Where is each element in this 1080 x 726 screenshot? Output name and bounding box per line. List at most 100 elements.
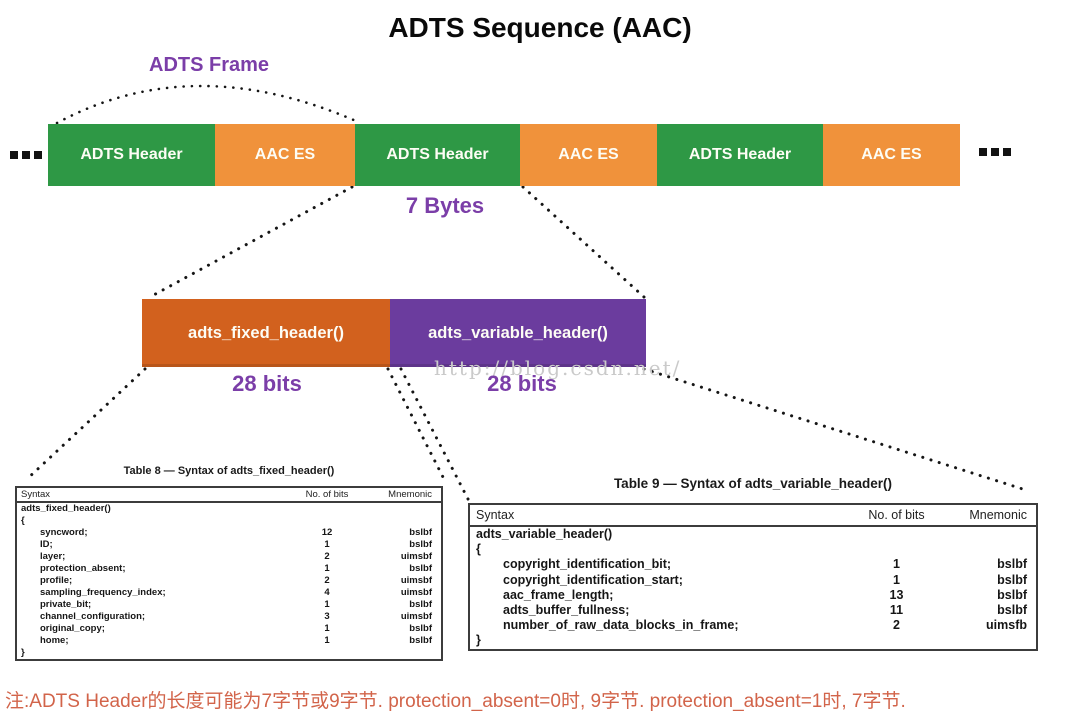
syntax-cell: adts_buffer_fullness; [503,603,630,618]
syntax-cell: } [476,633,481,648]
dot [10,151,18,159]
table-row: number_of_raw_data_blocks_in_frame; 2 ui… [470,618,1036,633]
syntax-cell: number_of_raw_data_blocks_in_frame; [503,618,739,633]
dot [979,148,987,156]
fixed-bits-label: 28 bits [232,371,302,396]
table-row: ID; 1 bslbf [17,539,441,551]
mnemonic-cell: bslbf [997,572,1027,587]
syntax-cell: private_bit; [40,599,92,610]
adts-sequence-row: ADTS Header AAC ES ADTS Header AAC ES AD… [48,124,960,186]
table9-syntax-variable-header: Syntax No. of bits Mnemonic adts_variabl… [468,503,1038,651]
bits-cell: 2 [893,618,900,633]
table-row: adts_variable_header() [470,527,1036,542]
mnemonic-cell [359,647,441,659]
table8-syntax-fixed-header: Syntax No. of bits Mnemonic adts_fixed_h… [15,486,443,661]
ellipsis-right [979,148,1011,156]
mnemonic-cell: uimsfb [986,618,1027,633]
mnemonic-cell [944,527,1036,542]
dot [1003,148,1011,156]
mnemonic-cell: bslbf [409,563,432,574]
bits-cell: 12 [321,527,333,538]
bits-cell: 11 [889,603,904,618]
table8-header-row: Syntax No. of bits Mnemonic [17,488,441,503]
table-row: copyright_identification_bit; 1 bslbf [470,557,1036,572]
dot [22,151,30,159]
mnemonic-cell: bslbf [409,599,432,610]
block-adts-header-2: ADTS Header [355,124,520,186]
syntax-cell: adts_variable_header() [476,527,613,541]
line-header-to-variable-right [521,185,646,299]
bits-cell [295,647,359,659]
mnemonic-cell [944,542,1036,557]
page-title: ADTS Sequence (AAC) [388,12,692,43]
bits-cell [849,633,944,648]
syntax-cell: layer; [40,551,66,562]
syntax-cell: aac_frame_length; [503,587,614,602]
bits-cell: 1 [893,557,900,572]
bits-cell: 1 [893,572,900,587]
table-row: home; 1 bslbf [17,635,441,647]
bits-cell [295,503,359,515]
table9-title: Table 9 — Syntax of adts_variable_header… [613,476,893,491]
adts-variable-header-block: adts_variable_header() [390,299,646,367]
syntax-cell: } [21,647,25,658]
bits-cell: 13 [889,587,904,602]
mnemonic-cell [359,515,441,527]
mnemonic-cell: bslbf [409,623,432,634]
adts-fixed-header-block: adts_fixed_header() [142,299,390,367]
syntax-cell: { [21,515,25,526]
bits-cell: 2 [324,551,330,562]
syntax-cell: channel_configuration; [40,611,146,622]
table-row: protection_absent; 1 bslbf [17,563,441,575]
table9-header-row: Syntax No. of bits Mnemonic [470,505,1036,527]
dot [991,148,999,156]
mnemonic-cell: uimsbf [400,575,432,586]
table-row: } [17,647,441,659]
bits-cell: 2 [324,575,330,586]
syntax-cell: copyright_identification_start; [503,572,683,587]
footnote-text: 注:ADTS Header的长度可能为7字节或9字节. protection_a… [5,691,906,712]
line-header-to-fixed-left [148,185,354,299]
mnemonic-cell: uimsbf [400,551,432,562]
syntax-cell: ID; [40,539,53,550]
table-row: { [470,542,1036,557]
bits-cell: 4 [324,587,330,598]
bits-cell: 1 [324,599,330,610]
ellipsis-left [10,151,42,159]
mnemonic-cell: bslbf [409,539,432,550]
bits-cell [849,542,944,557]
mnemonic-cell: uimsbf [400,611,432,622]
bits-cell: 1 [324,563,330,574]
mnemonic-cell: bslbf [997,603,1027,618]
block-aac-es-2: AAC ES [520,124,657,186]
table-row: profile; 2 uimsbf [17,575,441,587]
table8-title: Table 8 — Syntax of adts_fixed_header() [123,465,335,477]
syntax-cell: original_copy; [40,623,105,634]
table-row: original_copy; 1 bslbf [17,623,441,635]
bits-cell: 1 [324,539,330,550]
syntax-cell: { [476,542,481,557]
table-row: layer; 2 uimsbf [17,551,441,563]
table-row: } [470,633,1036,648]
syntax-cell: home; [40,635,69,646]
mnemonic-cell [359,503,441,515]
block-aac-es-1: AAC ES [215,124,355,186]
column-header-bits: No. of bits [868,508,925,522]
bits-cell: 3 [324,611,330,622]
mnemonic-cell: bslbf [997,557,1027,572]
adts-frame-label: ADTS Frame [149,54,270,76]
dot [34,151,42,159]
syntax-cell: copyright_identification_bit; [503,557,672,572]
mnemonic-cell: bslbf [409,527,432,538]
bits-cell: 1 [324,635,330,646]
block-aac-es-3: AAC ES [823,124,960,186]
table-row: private_bit; 1 bslbf [17,599,441,611]
column-header-syntax: Syntax [21,489,51,500]
table-row: adts_buffer_fullness; 11 bslbf [470,603,1036,618]
watermark-text: http://blog.csdn.net/ [434,356,682,380]
seven-bytes-label: 7 Bytes [405,193,485,218]
line-variable-to-table9-right [642,367,1031,493]
table-row: { [17,515,441,527]
syntax-cell: syncword; [40,527,88,538]
